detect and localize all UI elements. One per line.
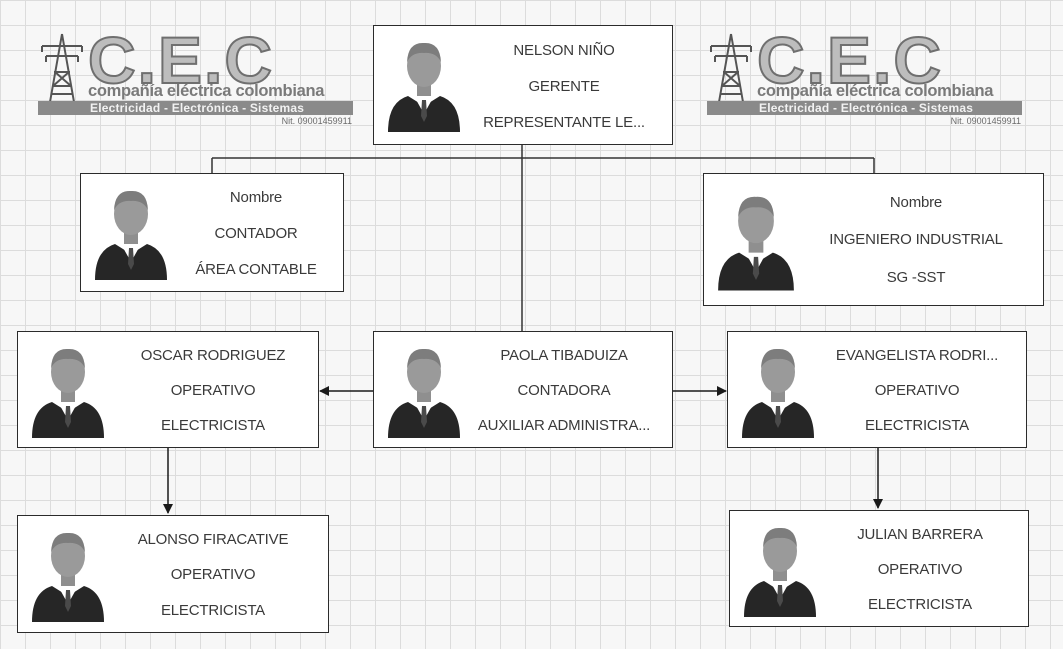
node-text: ALONSO FIRACATIVE OPERATIVO ELECTRICISTA xyxy=(113,522,313,628)
power-tower-icon xyxy=(41,33,83,103)
person-avatar-icon xyxy=(718,196,794,291)
person-avatar-icon xyxy=(744,527,816,617)
node-paola[interactable]: PAOLA TIBADUIZA CONTADORA AUXILIAR ADMIN… xyxy=(373,331,673,448)
node-text: PAOLA TIBADUIZA CONTADORA AUXILIAR ADMIN… xyxy=(458,338,670,443)
node-line-area: ELECTRICISTA xyxy=(160,417,265,434)
node-julian[interactable]: JULIAN BARRERA OPERATIVO ELECTRICISTA xyxy=(729,510,1029,627)
node-oscar[interactable]: OSCAR RODRIGUEZ OPERATIVO ELECTRICISTA xyxy=(17,331,319,448)
node-line-area: ÁREA CONTABLE xyxy=(195,260,317,278)
node-text: OSCAR RODRIGUEZ OPERATIVO ELECTRICISTA xyxy=(113,338,313,443)
node-ingeniero[interactable]: Nombre INGENIERO INDUSTRIAL SG -SST xyxy=(703,173,1044,306)
node-line-area: AUXILIAR ADMINISTRA... xyxy=(477,417,651,434)
node-line-name: OSCAR RODRIGUEZ xyxy=(140,347,286,364)
node-text: Nombre INGENIERO INDUSTRIAL SG -SST xyxy=(804,184,1028,296)
node-line-area: ELECTRICISTA xyxy=(864,417,969,434)
node-line-name: Nombre xyxy=(889,194,943,212)
node-line-role: CONTADORA xyxy=(517,382,611,399)
person-avatar-icon xyxy=(388,42,460,132)
node-line-name: NELSON NIÑO xyxy=(513,41,615,59)
logo-company-name: compañía eléctrica colombiana xyxy=(88,82,325,100)
node-text: EVANGELISTA RODRI... OPERATIVO ELECTRICI… xyxy=(814,338,1020,443)
logo-tagline: Electricidad - Electrónica - Sistemas xyxy=(707,101,1022,115)
company-logo-right: C.E.C compañía eléctrica colombiana Elec… xyxy=(707,22,1029,132)
node-line-name: ALONSO FIRACATIVE xyxy=(137,531,289,549)
node-line-area: SG -SST xyxy=(886,268,946,286)
node-line-role: OPERATIVO xyxy=(170,382,256,399)
node-line-name: EVANGELISTA RODRI... xyxy=(835,347,999,364)
node-line-role: OPERATIVO xyxy=(874,382,960,399)
node-text: JULIAN BARRERA OPERATIVO ELECTRICISTA xyxy=(825,517,1015,622)
person-avatar-icon xyxy=(95,190,167,280)
logo-mark: C.E.C xyxy=(87,22,275,98)
node-alonso[interactable]: ALONSO FIRACATIVE OPERATIVO ELECTRICISTA xyxy=(17,515,329,633)
logo-company-name: compañía eléctrica colombiana xyxy=(757,82,994,100)
logo-nit: Nit. 09001459911 xyxy=(950,116,1021,126)
power-tower-icon xyxy=(710,33,752,103)
node-line-role: CONTADOR xyxy=(214,224,298,242)
node-line-role: OPERATIVO xyxy=(170,566,256,584)
person-avatar-icon xyxy=(32,532,104,622)
node-line-area: ELECTRICISTA xyxy=(867,596,972,613)
node-evangelista[interactable]: EVANGELISTA RODRI... OPERATIVO ELECTRICI… xyxy=(727,331,1027,448)
node-text: NELSON NIÑO GERENTE REPRESENTANTE LE... xyxy=(459,32,669,140)
node-line-name: JULIAN BARRERA xyxy=(857,526,983,543)
node-text: Nombre CONTADOR ÁREA CONTABLE xyxy=(176,180,336,287)
company-logo-left: C.E.C compañía eléctrica colombiana Elec… xyxy=(38,22,360,132)
node-line-area: REPRESENTANTE LE... xyxy=(483,113,645,131)
node-line-name: PAOLA TIBADUIZA xyxy=(500,347,628,364)
person-avatar-icon xyxy=(742,348,814,438)
node-line-name: Nombre xyxy=(229,189,283,207)
logo-nit: Nit. 09001459911 xyxy=(281,116,352,126)
person-avatar-icon xyxy=(32,348,104,438)
node-contador[interactable]: Nombre CONTADOR ÁREA CONTABLE xyxy=(80,173,344,292)
node-line-role: GERENTE xyxy=(528,77,600,95)
node-gerente[interactable]: NELSON NIÑO GERENTE REPRESENTANTE LE... xyxy=(373,25,673,145)
node-line-role: OPERATIVO xyxy=(877,561,963,578)
logo-tagline: Electricidad - Electrónica - Sistemas xyxy=(38,101,353,115)
person-avatar-icon xyxy=(388,348,460,438)
logo-mark: C.E.C xyxy=(756,22,944,98)
node-line-role: INGENIERO INDUSTRIAL xyxy=(829,231,1003,249)
node-line-area: ELECTRICISTA xyxy=(160,601,265,619)
